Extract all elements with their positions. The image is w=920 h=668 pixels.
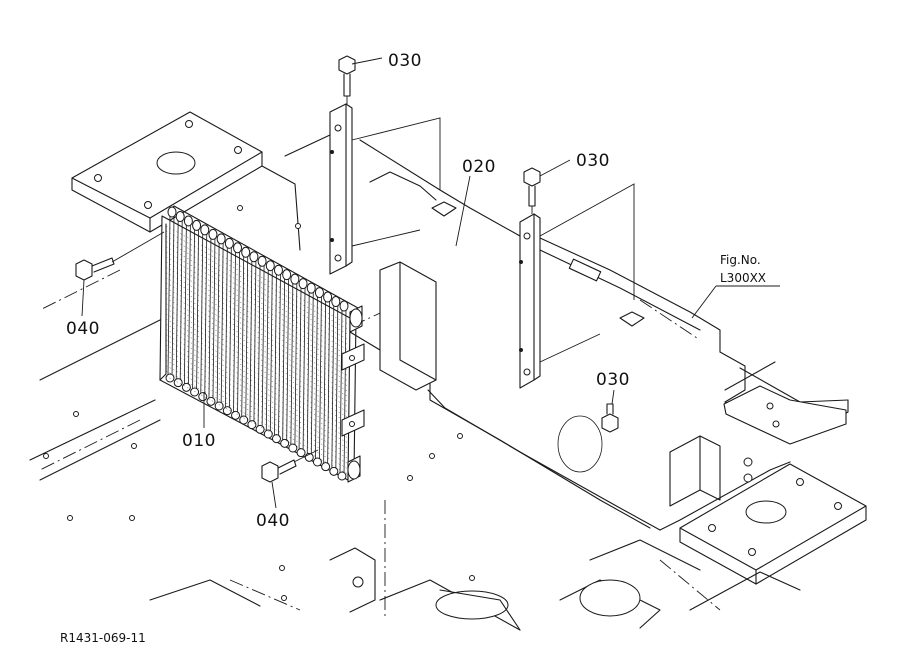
bolt-030-lower (601, 389, 619, 433)
bolt-030-top (338, 55, 383, 104)
leader-fig-no (691, 285, 717, 319)
drawing-code: R1431-069-11 (60, 631, 146, 645)
fig-no-label: Fig.No. (720, 253, 761, 267)
callout-030-lower: 030 (596, 370, 630, 390)
callout-010: 010 (182, 431, 216, 451)
callout-040-left: 040 (66, 319, 100, 339)
callout-030-top: 030 (388, 51, 422, 71)
part-020-brackets (329, 103, 645, 389)
part-010-oil-cooler (159, 205, 437, 483)
callout-020: 020 (462, 157, 496, 177)
leader-020 (455, 175, 471, 247)
callout-040-bottom: 040 (256, 511, 290, 531)
bolt-040-left (75, 231, 165, 317)
bolt-040-bottom (261, 449, 319, 509)
callout-030-middle: 030 (576, 151, 610, 171)
fig-no-value: L300XX (720, 271, 766, 285)
cooler-tubes (165, 206, 349, 481)
chassis-frame (29, 111, 867, 631)
bolt-030-middle (523, 159, 571, 214)
